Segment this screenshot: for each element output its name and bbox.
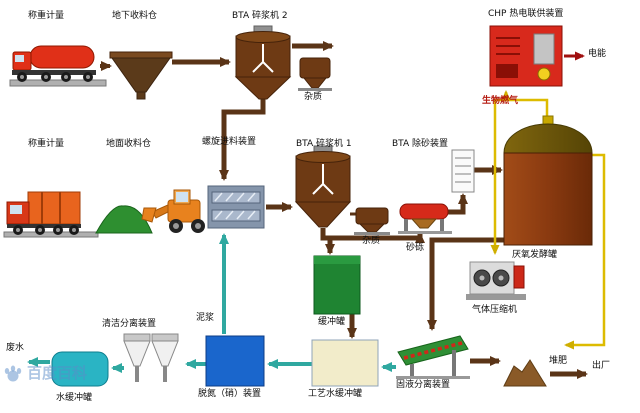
screw-feeder-device [207, 185, 265, 229]
clean-separation-device [123, 333, 179, 382]
flow-digester-to-separator [427, 237, 504, 331]
pulper-1-device [294, 145, 352, 228]
screen-box [451, 149, 475, 193]
process-water-buffer-device [311, 339, 379, 387]
label-pulper2: BTA 碎浆机 2 [232, 11, 288, 21]
label-impurity-top: 杂质 [304, 92, 323, 102]
gas-digester-to-compressor [490, 98, 549, 255]
label-water-buffer: 水缓冲罐 [56, 393, 93, 403]
tanker-truck [9, 45, 107, 87]
label-wastewater: 废水 [6, 343, 25, 353]
flow-sand-removal-to-screen [446, 193, 468, 215]
label-power: 电能 [588, 49, 607, 59]
impurity-container-top [298, 57, 332, 91]
label-grit: 砂砾 [406, 243, 425, 253]
solid-liquid-separator-device [396, 335, 470, 379]
label-pulper1: BTA 碎浆机 1 [296, 139, 352, 149]
denitration-device [205, 335, 265, 387]
gas-compressor-device [466, 261, 526, 300]
flow-pulper2-to-feeder [219, 99, 266, 181]
compost-pile [503, 359, 547, 387]
label-compost: 堆肥 [549, 356, 568, 366]
garbage-truck [3, 191, 99, 238]
flow-pulper1-to-sand-removal [320, 228, 425, 243]
label-biogas: 生物燃气 [482, 96, 519, 106]
impurity-container-mid [354, 207, 390, 235]
baidu-paw-icon [4, 365, 22, 381]
wheel-loader [141, 189, 205, 233]
label-ground-bin: 地面收料仓 [106, 139, 152, 149]
label-denitration: 脱氮（硝）装置 [198, 389, 262, 399]
label-compressor: 气体压缩机 [472, 305, 518, 315]
label-chp: CHP 热电联供装置 [488, 9, 564, 19]
label-impurity-mid: 杂质 [362, 236, 381, 246]
label-weigh-mid: 称重计量 [28, 139, 65, 149]
label-weigh-top: 称重计量 [28, 11, 65, 21]
watermark-text: 百度百科 [27, 364, 88, 382]
buffer-tank-device [313, 255, 361, 315]
label-sand-removal: BTA 除砂装置 [392, 139, 448, 149]
label-ship-out: 出厂 [592, 361, 611, 371]
chp-unit-device [489, 25, 563, 87]
label-clean-separator: 清洁分离装置 [102, 319, 157, 329]
label-digester: 厌氧发酵罐 [512, 250, 558, 260]
underground-bin-hopper [109, 51, 173, 100]
label-solid-liquid-separator: 固液分离装置 [396, 380, 451, 390]
digester-tank [503, 115, 593, 246]
label-process-water-buffer: 工艺水缓冲罐 [308, 389, 363, 399]
label-underground-bin: 地下收料仓 [112, 11, 158, 21]
label-screw-feeder: 螺旋进料装置 [202, 137, 257, 147]
label-slurry: 泥浆 [196, 313, 215, 323]
watermark-baidu-baike: 百度百科 [3, 362, 87, 383]
label-buffer-tank: 缓冲罐 [318, 317, 346, 327]
gas-right-branch [564, 153, 606, 350]
pulper-2-device [234, 25, 292, 100]
ground-bin-pile [95, 205, 153, 234]
water-buffer-tank-device [51, 351, 109, 387]
sand-removal-device [398, 203, 452, 234]
